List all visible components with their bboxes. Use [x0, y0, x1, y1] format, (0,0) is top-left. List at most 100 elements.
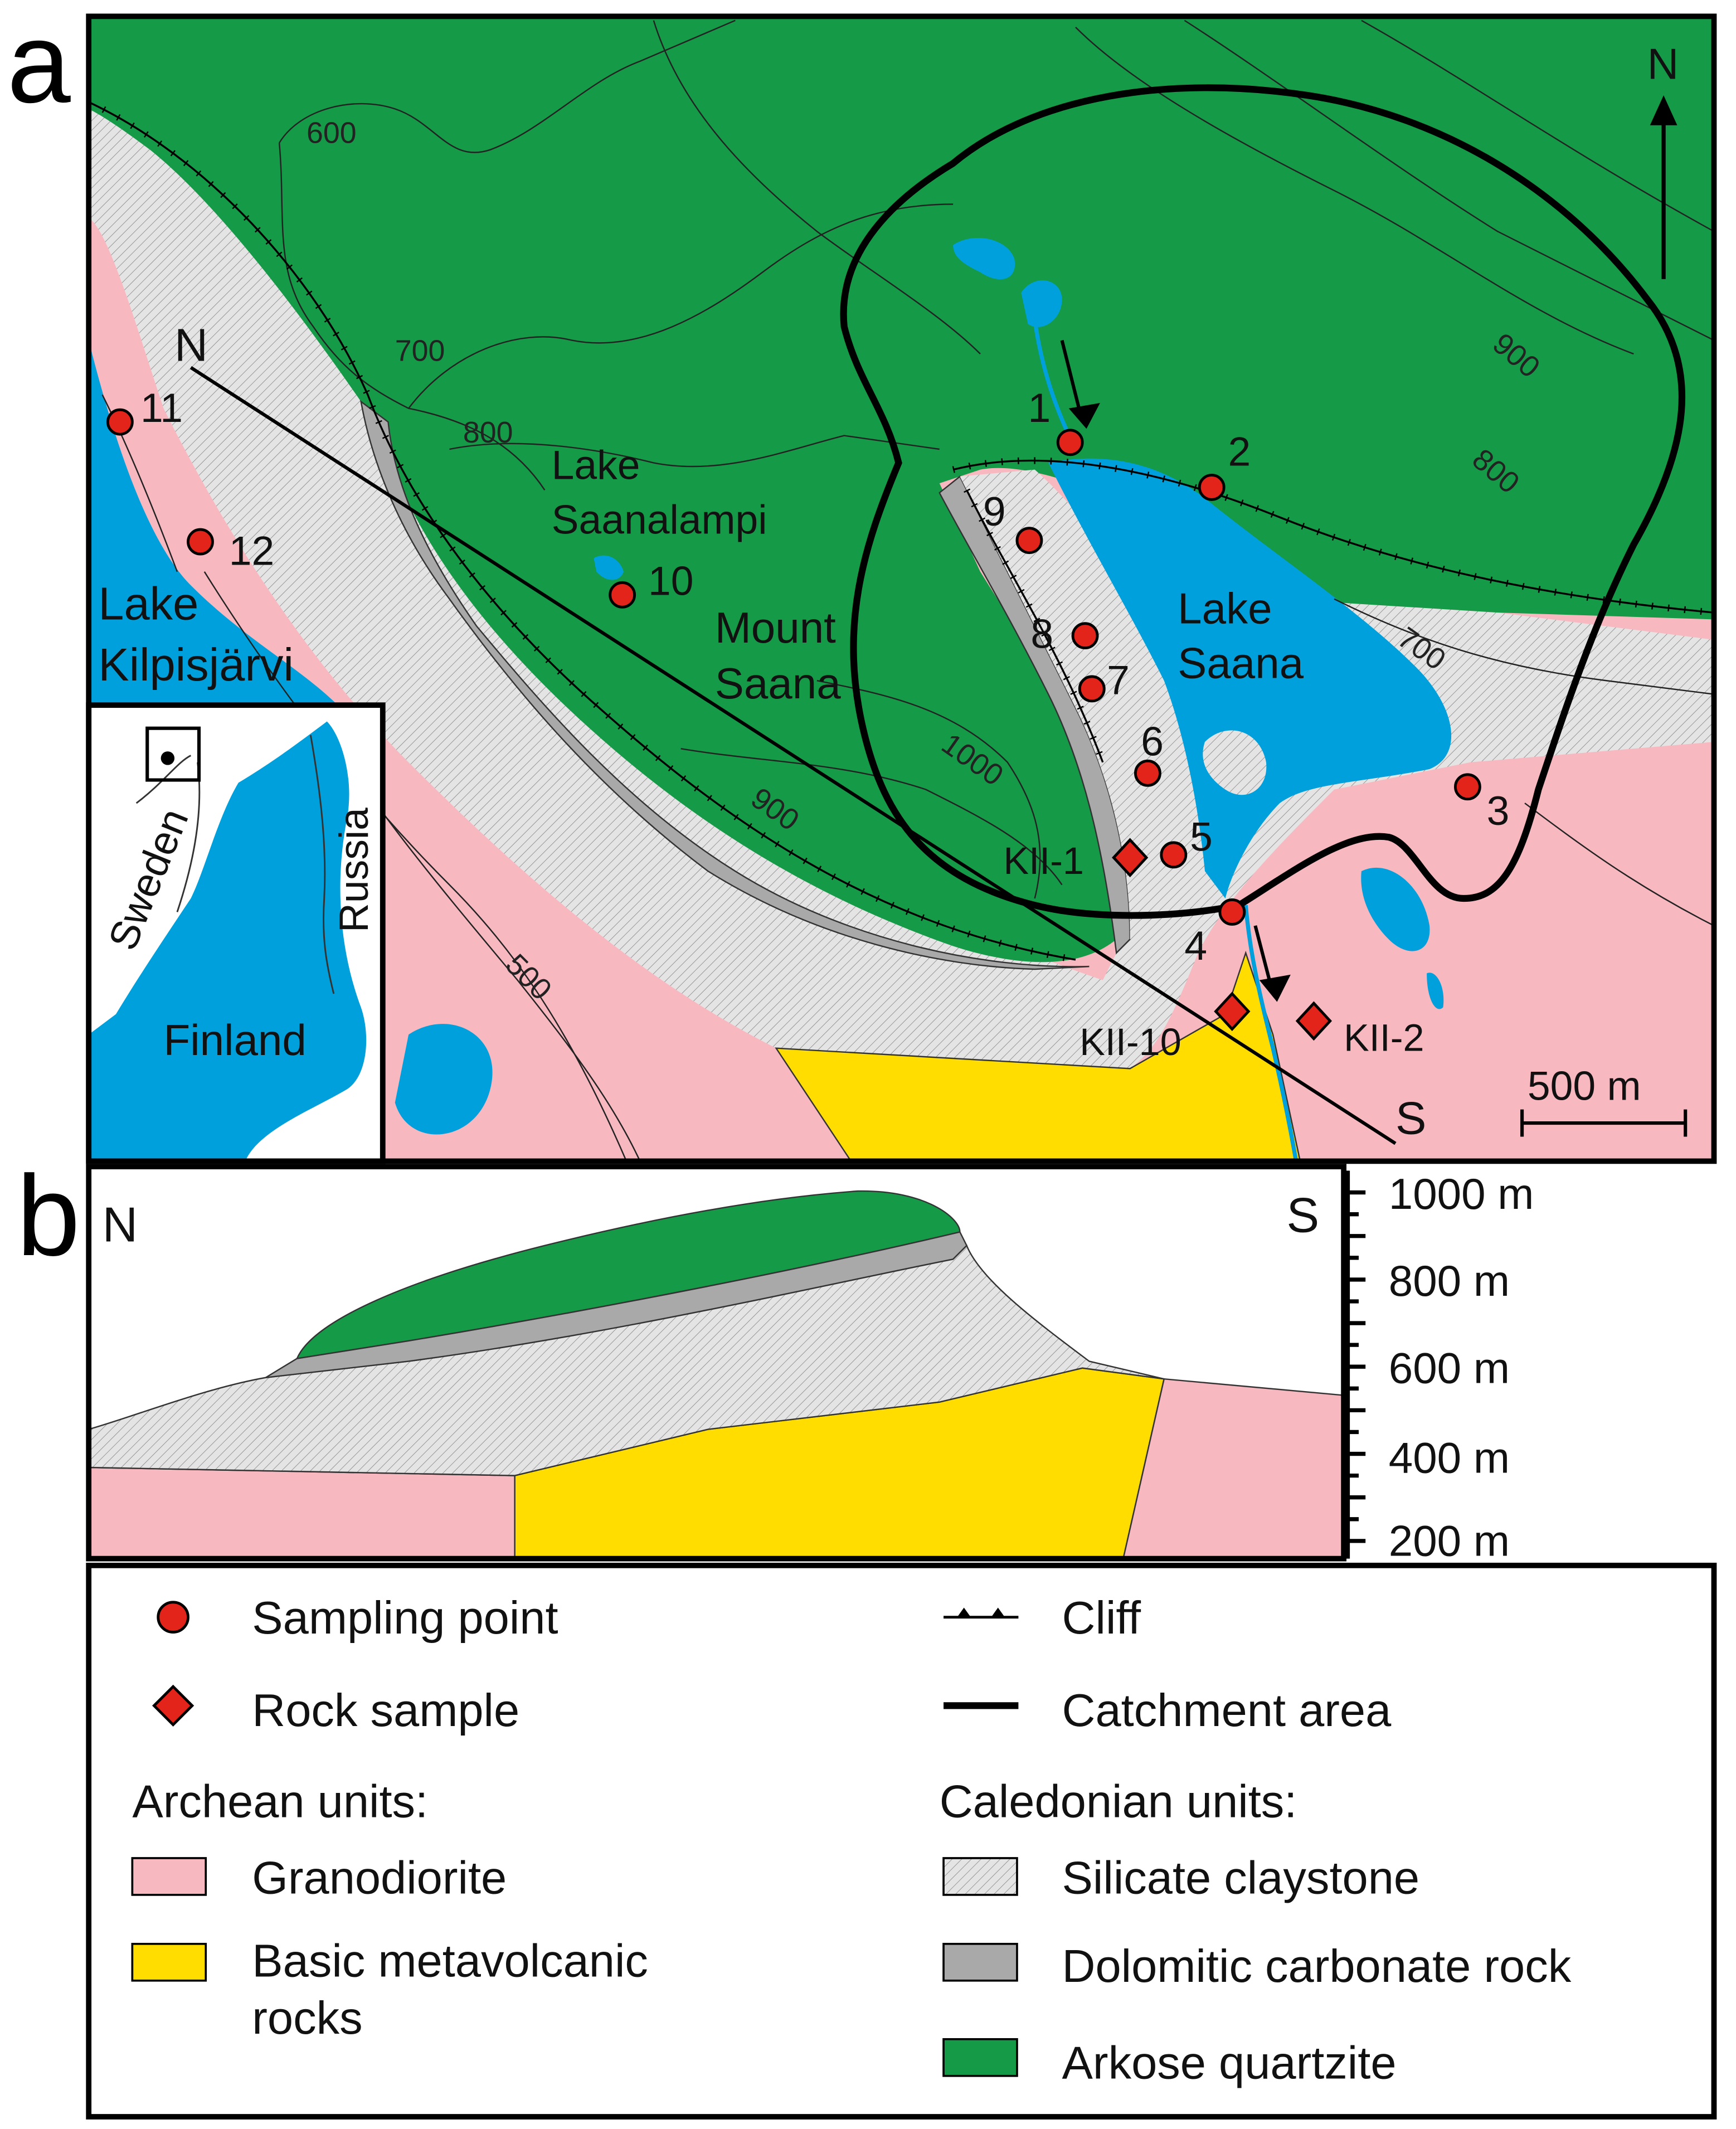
profile-line [189, 366, 1397, 1145]
contour-label: 800 [463, 416, 513, 449]
legend-rock-sample-symbol [152, 1684, 194, 1727]
sampling-point-labels: 1 2 3 4 5 6 7 8 9 10 11 12 [140, 385, 1509, 969]
elevation-tick-labels: 1000 m 800 m 600 m 400 m 200 m [1389, 1169, 1534, 1566]
sampling-point-label: 9 [983, 489, 1006, 534]
inset-location-box [145, 726, 201, 782]
sampling-point [187, 528, 214, 556]
north-arrow: N [1647, 40, 1679, 279]
inset-land [89, 705, 383, 1161]
sampling-point [1218, 898, 1246, 926]
sampling-point [1071, 622, 1099, 650]
east-lake-2 [1427, 973, 1444, 1009]
contour-label: 700 [395, 334, 445, 367]
legend-claystone-label: Silicate claystone [1062, 1851, 1420, 1903]
rock-sample [1214, 991, 1251, 1032]
legend-arkose-swatch [942, 2038, 1018, 2077]
legend-metavolcanic-label: Basic metavolcanic rocks [252, 1934, 661, 2044]
flow-arrow-1-head [1068, 402, 1100, 429]
upper-lake-1 [953, 237, 1015, 280]
panel-b-label: b [17, 1152, 80, 1280]
legend-arkose-label: Arkose quartzite [1062, 2037, 1397, 2089]
legend-dolomite-label: Dolomitic carbonate rock [1062, 1940, 1572, 1992]
lake-saanalampi-label: Lake Saanalampi [552, 443, 767, 543]
legend-dolomite-swatch [942, 1942, 1018, 1982]
rock-sample-label: KII-10 [1079, 1021, 1181, 1063]
inset-russia-label: Russia [331, 808, 377, 932]
profile-panel: N S 1000 m 800 m 600 m 400 m [86, 1164, 1534, 1566]
sampling-point [1056, 429, 1084, 456]
lake-saanalampi [594, 555, 624, 580]
east-lake-1 [1361, 867, 1430, 951]
catchment-boundary [840, 84, 1686, 919]
rock-sample-label: KII-2 [1344, 1017, 1424, 1059]
sampling-point-label: 4 [1184, 923, 1207, 969]
sampling-point-label: 8 [1030, 611, 1053, 657]
cliff-lines-base [89, 101, 1714, 961]
sampling-point-label: 3 [1487, 788, 1510, 834]
legend-sampling-point-label: Sampling point [252, 1592, 558, 1644]
sampling-point-label: 7 [1107, 658, 1130, 703]
sampling-points [106, 408, 1481, 926]
profile-frame [86, 1164, 1347, 1562]
profile-start-label: N [174, 319, 208, 371]
profile-arkose [295, 1190, 961, 1360]
panel-a-label: a [7, 0, 71, 127]
svg-text:500 m: 500 m [1528, 1063, 1641, 1109]
sampling-point [1160, 841, 1188, 869]
elevation-axis [1345, 1170, 1366, 1559]
lake-kilpisjarvi-label: Lake Kilpisjärvi [98, 577, 294, 691]
svg-text:N: N [1647, 40, 1679, 89]
sampling-point-label: 2 [1228, 429, 1251, 474]
sampling-point [1453, 773, 1481, 801]
sampling-point [1078, 675, 1106, 703]
profile-granodiorite-right [1122, 1378, 1344, 1559]
legend-claystone-swatch [942, 1857, 1018, 1896]
legend-rock-sample-label: Rock sample [252, 1684, 519, 1736]
rock-sample [1295, 1001, 1333, 1041]
rock-sample-label: KII-1 [1004, 840, 1084, 882]
legend-granodiorite-swatch [131, 1857, 207, 1896]
profile-end-label: S [1395, 1092, 1426, 1144]
inset-map: Sweden Russia Finland [86, 702, 386, 1164]
legend: Sampling point Rock sample Archean units… [86, 1562, 1717, 2120]
inset-borders [135, 735, 335, 994]
profile-s-label: S [1287, 1187, 1320, 1242]
sampling-point-label: 12 [229, 528, 274, 574]
elevation-tick-label: 1000 m [1389, 1169, 1534, 1218]
sampling-point [1198, 473, 1226, 501]
sampling-point [106, 408, 134, 436]
elevation-tick-label: 800 m [1389, 1256, 1510, 1305]
profile-n-label: N [103, 1197, 138, 1252]
legend-caledonian-heading: Caledonian units: [940, 1776, 1297, 1827]
contour-label: 600 [307, 116, 357, 149]
sampling-point-label: 5 [1190, 814, 1213, 860]
flow-arrow-2-head [1259, 974, 1291, 1002]
arkose-area [89, 16, 1714, 963]
legend-cliff-label: Cliff [1062, 1592, 1141, 1644]
legend-sampling-point-symbol [157, 1601, 189, 1634]
inset-location-dot [161, 751, 175, 765]
sampling-point-label: 11 [140, 385, 183, 431]
upper-lake-2 [1021, 280, 1062, 327]
scale-bar: 500 m [1520, 1063, 1688, 1137]
map-panel: 600 700 800 700 800 900 1000 900 500 Lak… [86, 13, 1717, 1164]
sampling-point [1015, 527, 1043, 555]
outflow-stream [1243, 905, 1299, 1161]
map-frame [86, 13, 1717, 1164]
sampling-point [609, 581, 636, 609]
inset-finland-label: Finland [164, 1015, 307, 1064]
sampling-point [1134, 759, 1161, 787]
rock-samples [1112, 838, 1333, 1041]
sampling-point-label: 1 [1028, 385, 1051, 431]
legend-metavolcanic-swatch [131, 1942, 207, 1982]
sampling-point-label: 10 [648, 558, 694, 604]
rock-sample [1112, 838, 1149, 878]
legend-catchment-label: Catchment area [1062, 1684, 1392, 1736]
legend-archean-heading: Archean units: [132, 1776, 428, 1827]
lake-fragment [395, 1024, 493, 1135]
lake-saana [1048, 458, 1452, 899]
claystone-area [89, 109, 1714, 1069]
elevation-tick-label: 600 m [1389, 1344, 1510, 1393]
lake-saana-island [1203, 730, 1267, 795]
